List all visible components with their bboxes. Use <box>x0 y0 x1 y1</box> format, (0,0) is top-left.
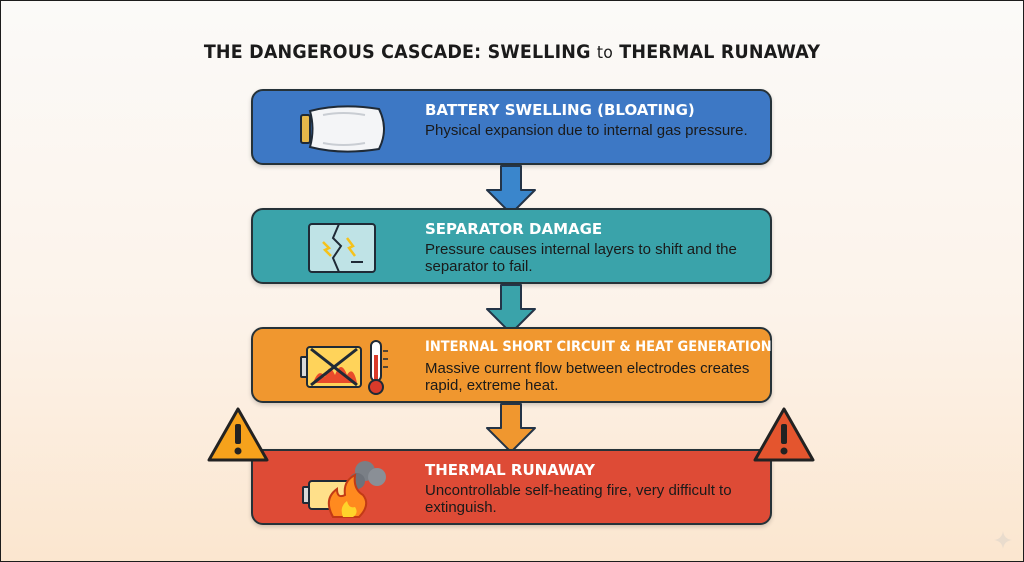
title-part-2: THERMAL RUNAWAY <box>619 41 821 63</box>
sparkle-icon <box>994 531 1012 549</box>
diagram-title: THE DANGEROUS CASCADE: SWELLING to THERM… <box>41 41 983 63</box>
down-arrow-icon <box>486 403 536 453</box>
burning-battery-icon <box>302 461 386 518</box>
step-description: Massive current flow between electrodes … <box>425 360 750 394</box>
warning-triangle-icon <box>207 407 269 462</box>
step-title: INTERNAL SHORT CIRCUIT & HEAT GENERATION <box>425 339 772 355</box>
down-arrow-icon <box>486 165 536 215</box>
down-arrow-icon <box>486 284 536 334</box>
step-title: SEPARATOR DAMAGE <box>425 220 603 238</box>
title-connector: to <box>596 43 613 63</box>
step-description: Uncontrollable self-heating fire, very d… <box>425 482 732 516</box>
swollen-battery-icon <box>300 105 385 153</box>
step-description: Physical expansion due to internal gas p… <box>425 122 748 139</box>
warning-triangle-icon <box>753 407 815 462</box>
title-part-1: THE DANGEROUS CASCADE: SWELLING <box>203 41 591 63</box>
step-battery-swelling: BATTERY SWELLING (BLOATING) Physical exp… <box>251 89 772 165</box>
damaged-separator-icon <box>308 223 376 273</box>
step-thermal-runaway: THERMAL RUNAWAY Uncontrollable self-heat… <box>251 449 772 525</box>
step-short-circuit: INTERNAL SHORT CIRCUIT & HEAT GENERATION… <box>251 327 772 403</box>
step-title: THERMAL RUNAWAY <box>425 461 596 479</box>
short-circuit-thermometer-icon <box>300 340 388 395</box>
step-description: Pressure causes internal layers to shift… <box>425 241 737 275</box>
step-title: BATTERY SWELLING (BLOATING) <box>425 101 695 119</box>
step-separator-damage: SEPARATOR DAMAGE Pressure causes interna… <box>251 208 772 284</box>
